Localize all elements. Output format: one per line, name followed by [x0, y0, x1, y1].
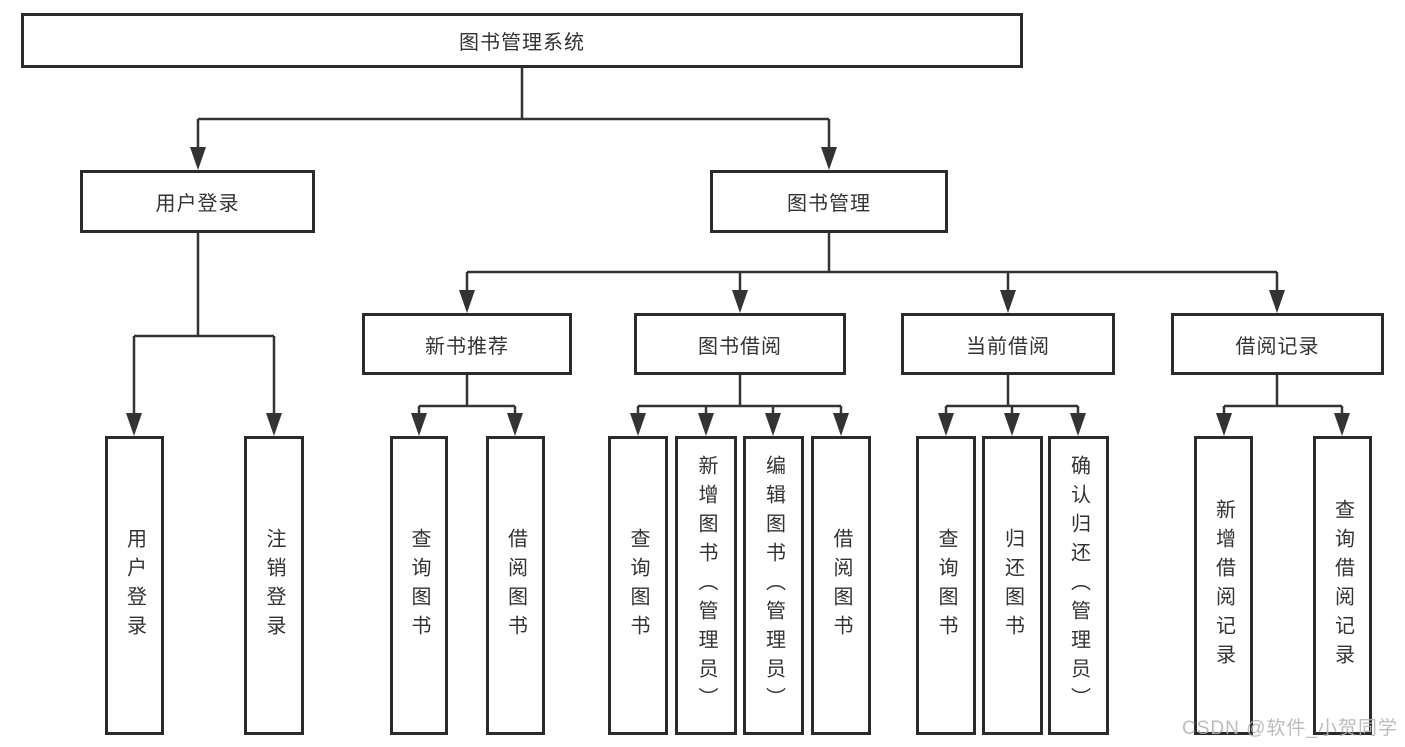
node-leaf-borrow-query-books-label: 查询图书 — [627, 527, 649, 644]
node-leaf-borrow-edit-books-admin-label: 编辑图书（管理员） — [762, 455, 785, 716]
node-leaf-records-query-record: 查询借阅记录 — [1313, 436, 1372, 735]
node-leaf-current-query-books-label: 查询图书 — [935, 527, 957, 644]
arrow-down-icon — [1334, 413, 1350, 436]
arrow-down-icon — [938, 413, 954, 436]
node-leaf-records-add-record: 新增借阅记录 — [1194, 436, 1253, 735]
node-leaf-records-query-record-label: 查询借阅记录 — [1331, 498, 1354, 673]
node-leaf-logout: 注销登录 — [244, 436, 304, 735]
node-current-borrow: 当前借阅 — [901, 313, 1115, 375]
arrow-down-icon — [833, 413, 849, 436]
node-leaf-user-login-label: 用户登录 — [123, 527, 146, 644]
arrow-down-icon — [459, 290, 475, 313]
connector-userlogin-to-leaves — [132, 233, 276, 418]
node-leaf-newrec-borrow-books: 借阅图书 — [486, 436, 545, 735]
node-leaf-records-add-record-label: 新增借阅记录 — [1212, 498, 1235, 673]
node-leaf-borrow-borrow-books-label: 借阅图书 — [830, 527, 852, 644]
arrow-down-icon — [1269, 290, 1285, 313]
connector-newrec-to-leaves — [417, 375, 517, 418]
node-leaf-logout-label: 注销登录 — [263, 527, 285, 644]
arrow-down-icon — [126, 413, 142, 436]
connector-bookmgmt-to-level3 — [465, 233, 1279, 295]
node-leaf-current-return-books: 归还图书 — [982, 436, 1043, 735]
node-book-borrow: 图书借阅 — [634, 313, 846, 375]
node-leaf-current-confirm-return-admin-label: 确认归还（管理员） — [1067, 455, 1090, 716]
node-book-mgmt: 图书管理 — [710, 170, 948, 233]
arrow-down-icon — [411, 413, 427, 436]
arrow-down-icon — [266, 413, 282, 436]
arrow-down-icon — [190, 147, 206, 170]
node-leaf-newrec-query-books: 查询图书 — [390, 436, 448, 735]
arrow-down-icon — [1216, 413, 1232, 436]
arrow-down-icon — [732, 290, 748, 313]
node-leaf-current-confirm-return-admin: 确认归还（管理员） — [1048, 436, 1109, 735]
connector-records-to-leaves — [1222, 375, 1344, 418]
connector-current-to-leaves — [944, 375, 1080, 418]
connector-borrow-to-leaves — [636, 375, 843, 418]
arrow-down-icon — [821, 147, 837, 170]
arrow-down-icon — [630, 413, 646, 436]
node-leaf-newrec-query-books-label: 查询图书 — [408, 527, 430, 644]
node-leaf-borrow-add-books-admin-label: 新增图书（管理员） — [695, 455, 717, 716]
watermark-text: CSDN @软件_小贺同学 — [1182, 718, 1398, 739]
node-leaf-borrow-edit-books-admin: 编辑图书（管理员） — [743, 436, 804, 735]
arrow-down-icon — [698, 413, 714, 436]
arrow-down-icon — [765, 413, 781, 436]
arrow-down-icon — [507, 413, 523, 436]
arrow-down-icon — [1070, 413, 1086, 436]
node-leaf-current-query-books: 查询图书 — [916, 436, 976, 735]
node-root: 图书管理系统 — [21, 13, 1023, 68]
node-leaf-borrow-query-books: 查询图书 — [608, 436, 668, 735]
connector-root-to-level2 — [196, 68, 831, 152]
node-new-book-rec: 新书推荐 — [362, 313, 572, 375]
node-leaf-borrow-add-books-admin: 新增图书（管理员） — [675, 436, 737, 735]
node-user-login: 用户登录 — [80, 170, 315, 233]
arrow-down-icon — [1000, 290, 1016, 313]
node-leaf-user-login: 用户登录 — [105, 436, 164, 735]
node-borrow-records: 借阅记录 — [1171, 313, 1384, 375]
node-leaf-current-return-books-label: 归还图书 — [1001, 527, 1024, 644]
node-leaf-newrec-borrow-books-label: 借阅图书 — [504, 527, 527, 644]
arrow-down-icon — [1004, 413, 1020, 436]
node-leaf-borrow-borrow-books: 借阅图书 — [811, 436, 871, 735]
